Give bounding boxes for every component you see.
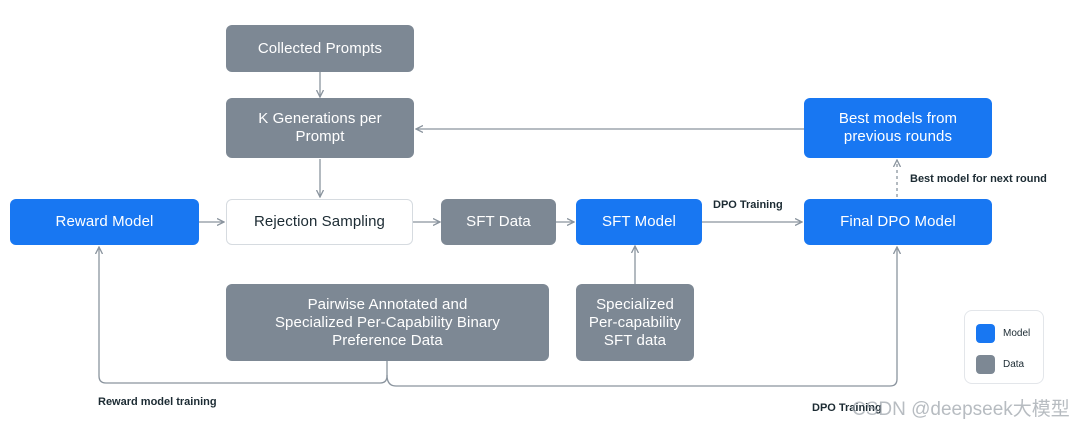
watermark: CSDN @deepseek大模型 [852, 399, 1070, 420]
sft-model-label: SFT Model [602, 213, 676, 230]
reward-model-node: Reward Model [10, 199, 199, 245]
edge-label-best-model-next-round: Best model for next round [910, 173, 1047, 185]
edge-label-reward-model-training: Reward model training [98, 396, 217, 408]
pairwise-label-line3: Preference Data [332, 331, 443, 349]
specialized-label-line2: Per-capability [588, 313, 682, 331]
edge-label-dpo-training-top: DPO Training [713, 199, 783, 211]
legend-data-label: Data [1003, 359, 1025, 370]
best-models-label-line1: Best models from [838, 110, 958, 127]
collected-prompts-node: Collected Prompts [226, 25, 414, 72]
sft-data-label: SFT Data [466, 213, 531, 230]
arrow-pairwise-to-dpo [386, 247, 897, 387]
best-models-node: Best models from previous rounds [804, 98, 992, 158]
k-generations-label-line2: Prompt [295, 128, 345, 145]
rejection-sampling-node: Rejection Sampling [226, 199, 413, 245]
reward-model-label: Reward Model [55, 213, 154, 230]
sft-data-node: SFT Data [441, 199, 556, 245]
sft-model-node: SFT Model [576, 199, 702, 245]
legend-model-label: Model [1003, 328, 1031, 339]
arrow-pairwise-to-reward [99, 247, 388, 384]
rejection-sampling-label: Rejection Sampling [253, 213, 386, 230]
final-dpo-model-node: Final DPO Model [804, 199, 992, 245]
specialized-label-line1: Specialized [596, 295, 674, 313]
pairwise-label-line2: Specialized Per-Capability Binary [274, 313, 501, 331]
k-generations-label-line1: K Generations per [258, 110, 382, 127]
collected-prompts-label: Collected Prompts [257, 39, 383, 57]
k-generations-node: K Generations per Prompt [226, 98, 414, 158]
specialized-label-line3: SFT data [603, 331, 667, 349]
edge-label-dpo-training-bottom: DPO Training [812, 402, 882, 414]
legend-model-swatch [976, 324, 995, 343]
specialized-sft-data-node: Specialized Per-capability SFT data [576, 284, 694, 361]
final-dpo-model-label: Final DPO Model [840, 213, 956, 230]
pairwise-label-line1: Pairwise Annotated and [307, 295, 468, 313]
pairwise-preference-data-node: Pairwise Annotated and Specialized Per-C… [226, 284, 549, 361]
best-models-label-line2: previous rounds [843, 128, 953, 145]
legend: Model Data [964, 310, 1044, 384]
legend-data-swatch [976, 355, 995, 374]
